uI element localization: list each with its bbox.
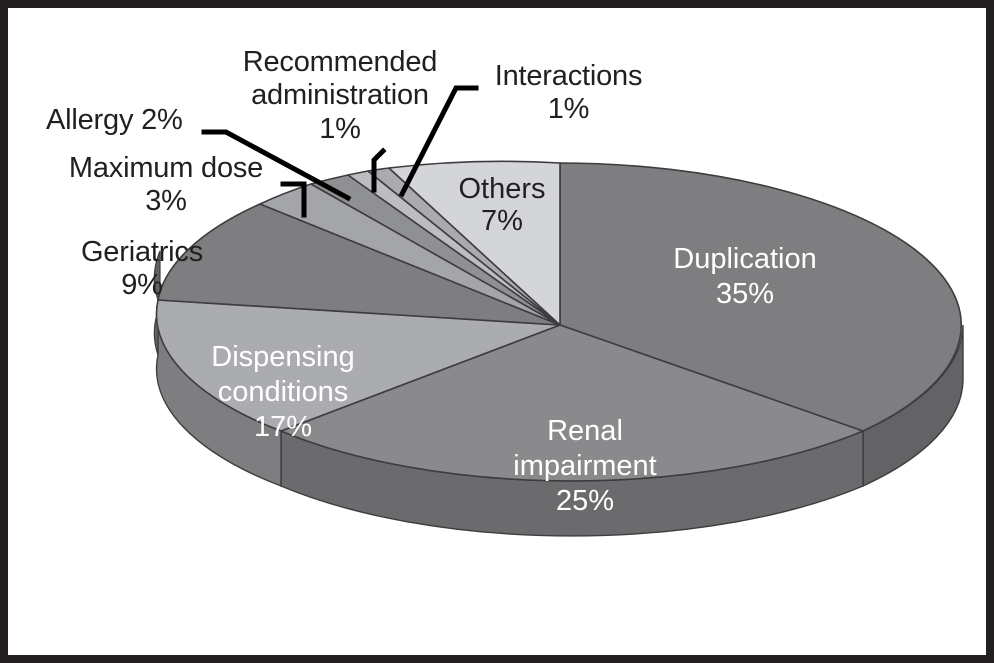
slice-inside-labels: Duplication 35% Renal impairment 25% Dis… (211, 173, 816, 517)
slice-label-dispensing-name-1: Dispensing (211, 341, 354, 373)
slice-label-others-name: Others (458, 173, 545, 205)
pie-depth-walls (153, 250, 964, 537)
pie-chart-3d: Duplication 35% Renal impairment 25% Dis… (153, 85, 964, 537)
slice-label-dispensing-value: 17% (254, 411, 312, 443)
slice-geriatrics[interactable] (157, 203, 561, 326)
slice-label-dispensing-name-2: conditions (218, 376, 349, 408)
external-label-recommended-administration: Recommended administration 1% (242, 46, 438, 145)
leader-line-allergy (201, 129, 352, 202)
external-label-allergy: Allergy 2% (46, 104, 183, 136)
slice-others[interactable] (388, 160, 561, 326)
external-label-interactions: Interactions 1% (494, 60, 643, 126)
external-label-geriatrics: Geriatrics 9% (80, 236, 204, 302)
leader-line-maximum-dose (280, 181, 307, 218)
slice-dispensing-conditions[interactable] (155, 299, 561, 432)
external-label-maximum-dose: Maximum dose 3% (68, 152, 264, 218)
slice-label-renal-name-2: impairment (513, 450, 656, 482)
slice-label-renal-value: 25% (556, 485, 614, 517)
leader-lines (201, 85, 479, 218)
slice-renal-impairment[interactable] (280, 324, 864, 482)
slice-label-duplication-name: Duplication (673, 243, 816, 275)
slice-label-duplication-value: 35% (716, 278, 774, 310)
leader-line-interactions (398, 85, 479, 198)
slice-label-others-value: 7% (481, 205, 523, 237)
slice-duplication[interactable] (559, 162, 963, 432)
pie-top-faces (155, 160, 963, 482)
leader-line-recommended-administration (371, 147, 387, 193)
slice-label-renal-name-1: Renal (547, 415, 623, 447)
